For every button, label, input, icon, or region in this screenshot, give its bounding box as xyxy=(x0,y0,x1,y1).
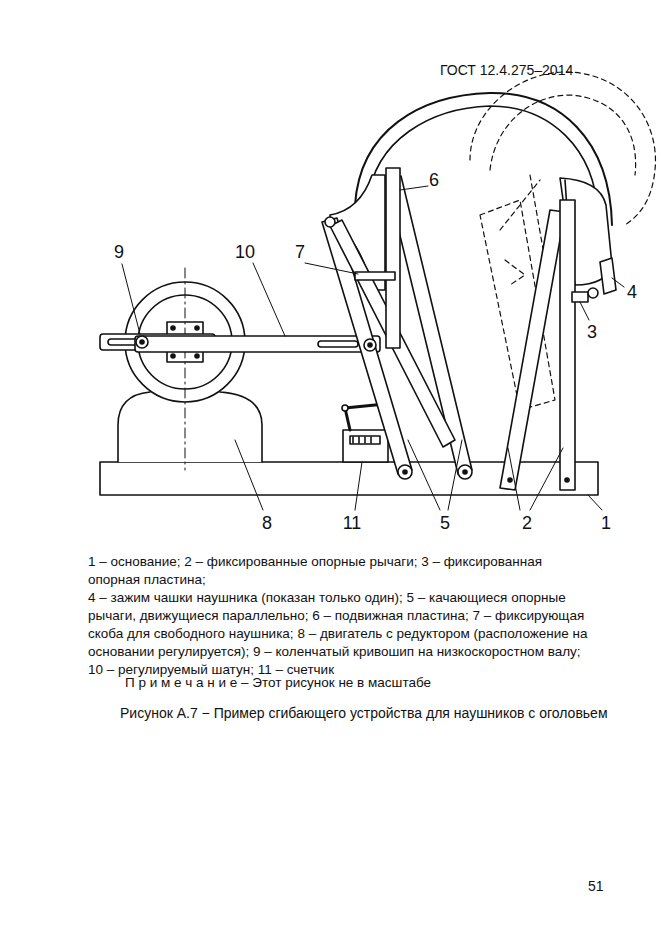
crank-pin xyxy=(136,336,148,348)
key-item: 6 – подвижная пластина; xyxy=(312,608,469,623)
key-item: 9 – коленчатый кривошип на низкоскоростн… xyxy=(253,644,581,659)
key-item: 10 – регулируемый шатун; xyxy=(88,662,254,677)
callout-number: 9 xyxy=(114,242,124,263)
figure-caption: Рисунок А.7 − Пример сгибающего устройст… xyxy=(120,705,608,721)
fixed-plate xyxy=(572,292,588,302)
callout-number: 11 xyxy=(343,513,362,534)
key-item: 4 – зажим чашки наушника (показан только… xyxy=(88,590,403,605)
callout-number: 5 xyxy=(440,513,450,534)
spacer xyxy=(469,608,473,623)
callout-number: 8 xyxy=(262,513,272,534)
spacer xyxy=(403,590,407,605)
callout-number: 7 xyxy=(295,242,305,263)
document-header: ГОСТ 12.4.275–2014 xyxy=(440,62,573,78)
key-item: 1 – основание; xyxy=(88,554,181,569)
spacer xyxy=(249,644,253,659)
base xyxy=(100,462,598,495)
page-number: 51 xyxy=(588,878,604,894)
callout-number: 4 xyxy=(627,282,637,303)
spacer xyxy=(417,554,421,569)
key-item: 11 – счетчик xyxy=(258,662,334,677)
callout-number: 1 xyxy=(601,513,611,534)
leader-lines xyxy=(122,186,624,510)
callout-number: 3 xyxy=(587,322,597,343)
key-item: 2 – фиксированные опорные рычаги; xyxy=(184,554,417,569)
callout-number: 2 xyxy=(522,513,532,534)
connecting-rod xyxy=(135,336,380,352)
spacer xyxy=(181,554,185,569)
key-paragraph: 1 – основание; 2 – фиксированные опорные… xyxy=(88,553,593,679)
movable-plate xyxy=(386,168,400,348)
fixed-levers xyxy=(500,200,575,490)
note: П р и м е ч а н и е – Этот рисунок не в … xyxy=(125,675,431,690)
callout-number: 10 xyxy=(235,242,255,263)
callout-number: 6 xyxy=(429,170,439,191)
spacer xyxy=(308,608,312,623)
counter xyxy=(343,430,388,462)
clamp xyxy=(600,258,616,294)
spacer xyxy=(254,662,258,677)
fixing-bracket xyxy=(355,272,395,280)
spacer xyxy=(294,626,298,641)
